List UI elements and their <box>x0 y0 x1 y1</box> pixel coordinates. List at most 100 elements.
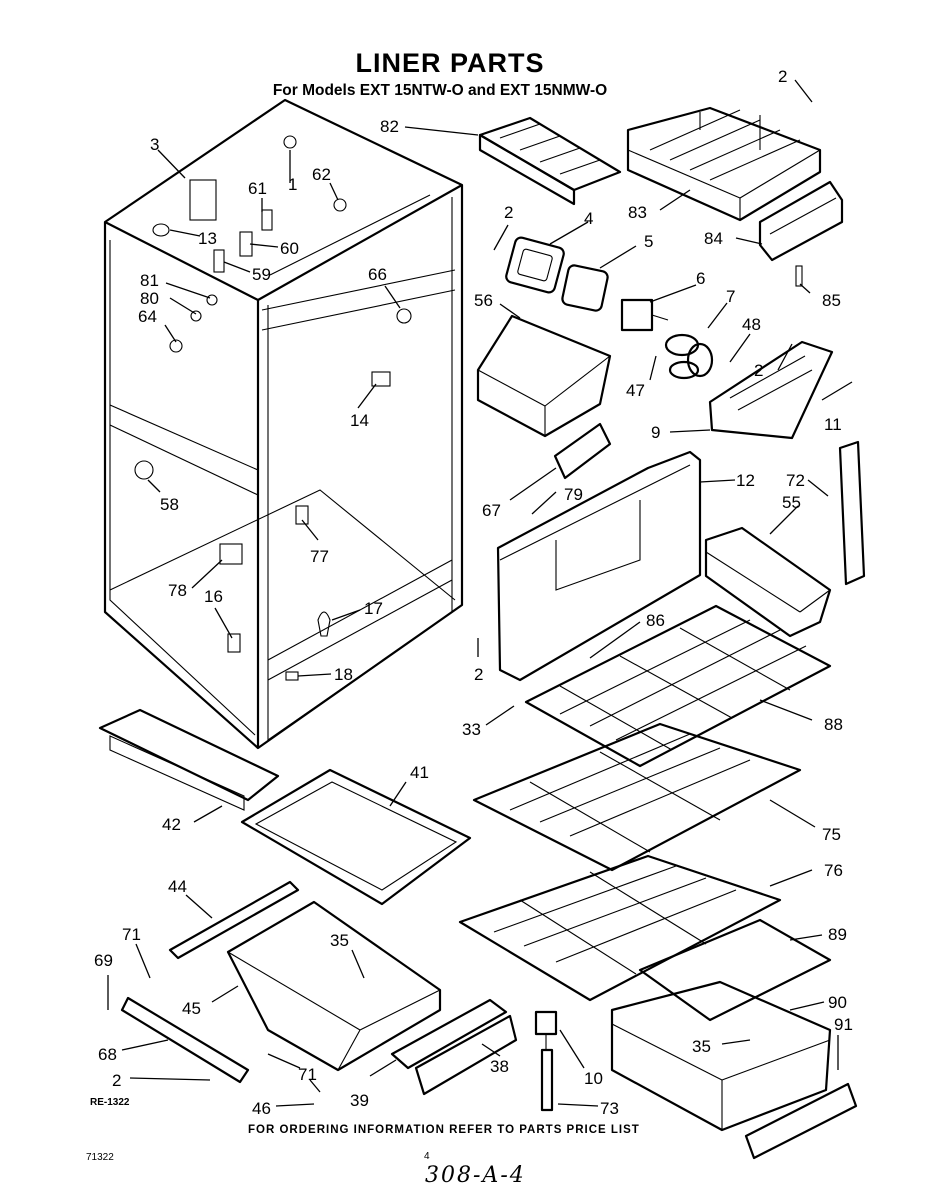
cover-39 <box>390 998 508 1070</box>
damper-10 <box>534 1010 558 1050</box>
label-17: 17 <box>364 599 383 618</box>
label-44: 44 <box>168 877 187 896</box>
label-38: 38 <box>490 1057 509 1076</box>
fan-bracket-9 <box>708 340 834 440</box>
label-35: 35 <box>330 931 349 950</box>
cover-38 <box>414 1014 518 1096</box>
label-69: 69 <box>94 951 113 970</box>
label-18: 18 <box>334 665 353 684</box>
label-73: 73 <box>600 1099 619 1118</box>
label-79: 79 <box>564 485 583 504</box>
label-71: 71 <box>298 1065 317 1084</box>
crisper-pan-56 <box>476 314 612 438</box>
label-1: 1 <box>288 175 297 194</box>
glass-shelf-41 <box>240 768 472 906</box>
label-2: 2 <box>474 665 483 684</box>
label-13: 13 <box>198 229 217 248</box>
label-82: 82 <box>380 117 399 136</box>
label-3: 3 <box>150 135 159 154</box>
label-75: 75 <box>822 825 841 844</box>
butter-bin-55 <box>704 526 832 638</box>
label-60: 60 <box>280 239 299 258</box>
label-2: 2 <box>754 361 763 380</box>
cabinet-hardware <box>134 135 412 681</box>
label-48: 48 <box>742 315 761 334</box>
page-title: LINER PARTS <box>355 48 545 78</box>
label-46: 46 <box>252 1099 271 1118</box>
drip-tray-42 <box>98 708 280 811</box>
model-subtitle: For Models EXT 15NTW-O and EXT 15NMW-O <box>272 82 608 99</box>
label-55: 55 <box>782 493 801 512</box>
bottom-code: 71322 <box>86 1152 114 1163</box>
label-68: 68 <box>98 1045 117 1064</box>
label-61: 61 <box>248 179 267 198</box>
channel-44 <box>168 880 300 960</box>
ordering-note: FOR ORDERING INFORMATION REFER TO PARTS … <box>248 1124 640 1136</box>
label-72: 72 <box>786 471 805 490</box>
label-64: 64 <box>138 307 157 326</box>
label-10: 10 <box>584 1069 603 1088</box>
label-58: 58 <box>160 495 179 514</box>
page-number: 4 <box>424 1151 430 1162</box>
label-45: 45 <box>182 999 201 1018</box>
label-77: 77 <box>310 547 329 566</box>
shelf-front-trim <box>758 180 844 262</box>
label-91: 91 <box>834 1015 853 1034</box>
handwritten-reference: 308-A-4 <box>425 1163 526 1188</box>
label-89: 89 <box>828 925 847 944</box>
callout-labels: 1 2 2 2 2 2 3 4 5 6 7 9 10 11 12 13 14 1… <box>94 67 853 1118</box>
crisper-90 <box>610 980 832 1132</box>
label-78: 78 <box>168 581 187 600</box>
liner-cabinet <box>103 98 464 750</box>
rear-panel-12 <box>496 450 702 682</box>
label-88: 88 <box>824 715 843 734</box>
label-90: 90 <box>828 993 847 1012</box>
label-11: 11 <box>824 415 842 434</box>
wire-shelf-75 <box>472 722 802 872</box>
support-bar-68 <box>120 996 250 1084</box>
label-47: 47 <box>626 381 645 400</box>
crisper-pan-45 <box>226 900 442 1072</box>
freezer-shelf-assembly <box>626 106 822 222</box>
label-6: 6 <box>696 269 705 288</box>
label-33: 33 <box>462 720 481 739</box>
label-76: 76 <box>824 861 843 880</box>
fan-blade-7 <box>664 333 714 380</box>
label-81: 81 <box>140 271 159 290</box>
bracket-67 <box>553 422 612 480</box>
label-2: 2 <box>112 1071 121 1090</box>
shelf-89 <box>638 918 832 1022</box>
gasket-5 <box>561 264 609 312</box>
label-85: 85 <box>822 291 841 310</box>
fan-motor-6 <box>620 298 669 332</box>
screw-85 <box>795 265 803 287</box>
cover-72 <box>838 440 866 586</box>
label-66: 66 <box>368 265 387 284</box>
label-4: 4 <box>584 209 593 228</box>
label-41: 41 <box>410 763 429 782</box>
label-35: 35 <box>692 1037 711 1056</box>
label-42: 42 <box>162 815 181 834</box>
label-39: 39 <box>350 1091 369 1110</box>
label-67: 67 <box>482 501 501 520</box>
fan-shroud-4 <box>505 236 565 294</box>
label-12: 12 <box>736 471 755 490</box>
leader-lines <box>107 79 853 1107</box>
label-5: 5 <box>644 232 653 251</box>
label-83: 83 <box>628 203 647 222</box>
label-7: 7 <box>726 287 735 306</box>
ice-tray <box>478 116 622 206</box>
wire-shelf-76 <box>458 854 782 1002</box>
trim-91 <box>744 1082 858 1160</box>
label-86: 86 <box>646 611 665 630</box>
label-56: 56 <box>474 291 493 310</box>
label-84: 84 <box>704 229 723 248</box>
wire-shelf-88 <box>524 604 832 768</box>
label-14: 14 <box>350 411 369 430</box>
label-80: 80 <box>140 289 159 308</box>
label-71: 71 <box>122 925 141 944</box>
label-9: 9 <box>651 423 660 442</box>
label-59: 59 <box>252 265 271 284</box>
